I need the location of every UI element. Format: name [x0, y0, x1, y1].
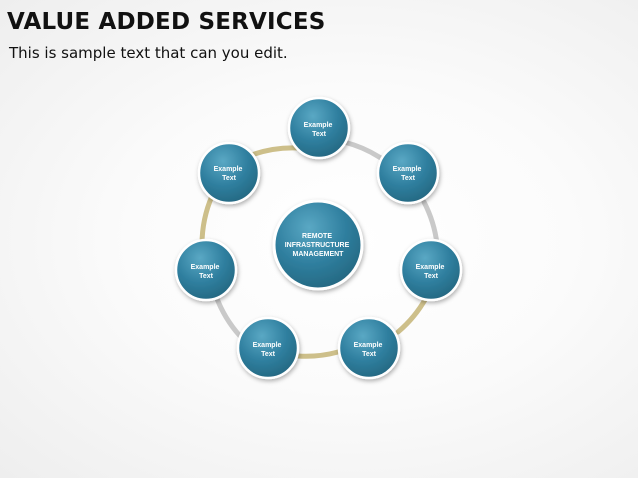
svg-text:REMOTE INFRASTRUCTURE: REMOTE INFRASTRUCTURE MANAGEMENT: [285, 233, 352, 258]
slide-subtitle: This is sample text that can you edit.: [9, 44, 288, 62]
node-right: Example Text: [399, 238, 463, 302]
node-top: Example Text: [287, 96, 351, 160]
node-top-left: Example Text: [197, 141, 261, 205]
node-right-line1: Example: [416, 264, 445, 271]
node-bottom-right-line1: Example: [354, 342, 383, 349]
node-top-line1: Example: [304, 122, 333, 129]
node-left-line2: Text: [199, 273, 214, 280]
ring-segment: [295, 349, 341, 359]
svg-text:Example Text: Example Text: [253, 342, 284, 358]
center-hub: REMOTE INFRASTRUCTURE MANAGEMENT: [272, 199, 364, 291]
node-bottom-right: Example Text: [337, 316, 401, 380]
node-bottom-left: Example Text: [236, 316, 300, 380]
ring-segment: [199, 193, 215, 247]
node-bottom-left-line2: Text: [261, 351, 276, 358]
node-right-line2: Text: [424, 273, 439, 280]
svg-text:Example Text: Example Text: [191, 264, 222, 280]
svg-text:Example Text: Example Text: [304, 122, 335, 138]
slide-title: VALUE ADDED SERVICES: [7, 9, 326, 35]
center-hub-line2: INFRASTRUCTURE: [285, 242, 350, 249]
node-left: Example Text: [174, 238, 238, 302]
node-top-right: Example Text: [376, 141, 440, 205]
svg-text:Example Text: Example Text: [214, 166, 245, 182]
node-top-right-line2: Text: [401, 175, 416, 182]
center-hub-line1: REMOTE: [302, 233, 332, 240]
node-top-right-line1: Example: [393, 166, 422, 173]
node-bottom-left-line1: Example: [253, 342, 282, 349]
svg-text:Example Text: Example Text: [416, 264, 447, 280]
svg-text:Example Text: Example Text: [354, 342, 385, 358]
node-top-left-line2: Text: [222, 175, 237, 182]
node-top-line2: Text: [312, 131, 327, 138]
node-left-line1: Example: [191, 264, 220, 271]
ring-segment: [213, 293, 243, 339]
node-bottom-right-line2: Text: [362, 351, 377, 358]
svg-text:Example Text: Example Text: [393, 166, 424, 182]
ring-segment: [395, 295, 429, 335]
center-hub-line3: MANAGEMENT: [293, 251, 345, 258]
ring-segment: [421, 199, 440, 247]
node-top-left-line1: Example: [214, 166, 243, 173]
